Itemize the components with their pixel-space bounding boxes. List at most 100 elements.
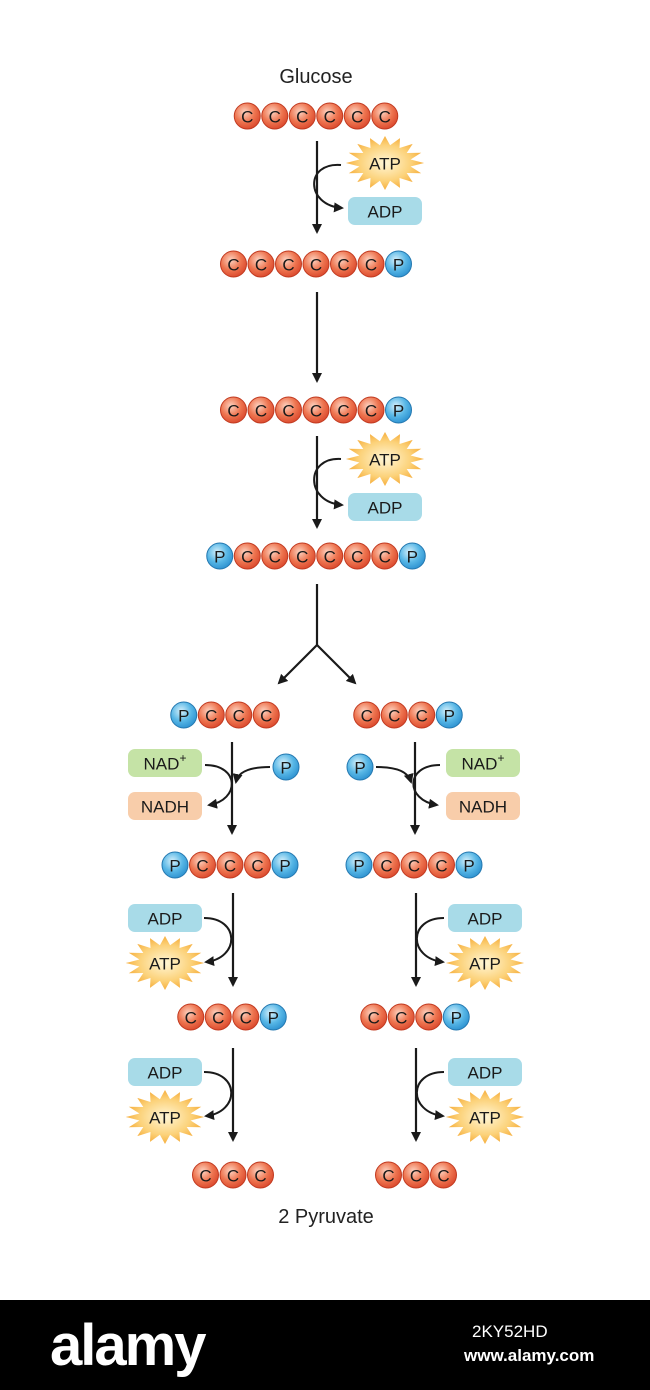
carbon-symbol: C: [269, 108, 281, 127]
glucose-6-phosphate-atom: C: [247, 250, 275, 278]
right-triose-phosphate-atom: C: [408, 701, 436, 729]
glucose-atom: C: [371, 102, 399, 130]
adp-label: ADP: [468, 1064, 503, 1083]
carbon-symbol: C: [282, 256, 294, 275]
carbon-atom: [244, 851, 271, 879]
cofactor-arrow: [412, 764, 441, 809]
free-phosphate-atom: P: [272, 753, 300, 781]
phosphate-atom: [271, 851, 299, 879]
pyruvate-label: 2 Pyruvate: [278, 1206, 374, 1228]
carbon-symbol: C: [337, 256, 349, 275]
left-phosphoglycerate-atom: C: [232, 1003, 260, 1031]
left-phosphoglycerate-atom: C: [204, 1003, 232, 1031]
carbon-atom: [247, 396, 275, 424]
carbon-symbol: C: [437, 1167, 449, 1186]
adp-label: ADP: [368, 203, 403, 222]
adp-label: ADP: [468, 910, 503, 929]
atp-star-shape: [345, 432, 425, 486]
carbon-symbol: C: [227, 256, 239, 275]
left-bisphosphoglycerate-atom: C: [216, 851, 244, 879]
phosphate-atom: [259, 1003, 287, 1031]
adp-box-shape: [448, 904, 522, 932]
carbon-symbol: C: [241, 108, 253, 127]
atp-label: ATP: [369, 155, 401, 174]
carbon-symbol: C: [410, 1167, 422, 1186]
fructose-1-6-bisphosphate-atom: C: [316, 542, 344, 570]
carbon-symbol: C: [241, 548, 253, 567]
left-bisphosphoglycerate-atom: P: [161, 851, 189, 879]
adp-box: ADP: [448, 1058, 522, 1086]
cofactor-arrow: [232, 766, 271, 784]
atp-label: ATP: [469, 955, 501, 974]
left-bisphosphoglycerate-atom: P: [271, 851, 299, 879]
adp-box-shape: [448, 1058, 522, 1086]
right-phosphoglycerate-atom: C: [387, 1003, 415, 1031]
carbon-symbol: C: [212, 1009, 224, 1028]
fructose-6-phosphate-atom: C: [302, 396, 330, 424]
carbon-atom: [192, 1161, 219, 1189]
atp-label: ATP: [149, 1109, 181, 1128]
atp-star-shape: [125, 936, 205, 990]
atp-label: ATP: [469, 1109, 501, 1128]
carbon-atom: [343, 102, 371, 130]
cofactor-arrow: [375, 766, 414, 784]
nad-plus-box: NAD+: [446, 749, 520, 777]
adp-box-shape: [348, 197, 422, 225]
left-phosphoglycerate-atom: P: [259, 1003, 287, 1031]
glucose-6-phosphate-atom: C: [220, 250, 247, 278]
phosphate-atom: [346, 753, 374, 781]
carbon-atom: [220, 396, 247, 424]
fructose-1-6-bisphosphate-atom: C: [371, 542, 399, 570]
brand-logo: alamy: [50, 1313, 206, 1378]
carbon-symbol: C: [365, 256, 377, 275]
carbon-atom: [302, 250, 330, 278]
phosphate-symbol: P: [407, 548, 418, 567]
left-pyruvate-atom: C: [247, 1161, 274, 1189]
fructose-1-6-bisphosphate-atom: P: [206, 542, 234, 570]
carbon-symbol: C: [282, 402, 294, 421]
phosphate-symbol: P: [214, 548, 225, 567]
carbon-symbol: C: [361, 707, 373, 726]
glucose-label: Glucose: [279, 66, 353, 88]
fructose-6-phosphate-atom: P: [385, 396, 412, 424]
right-bisphosphoglycerate-atom: C: [428, 851, 455, 879]
phosphate-atom: [442, 1003, 470, 1031]
phosphate-symbol: P: [444, 707, 455, 726]
adp-box-shape: [348, 493, 422, 521]
right-bisphosphoglycerate-atom: P: [455, 851, 483, 879]
carbon-symbol: C: [205, 707, 217, 726]
atp-burst: ATP: [445, 1090, 525, 1144]
phosphate-atom: [161, 851, 189, 879]
carbon-symbol: C: [199, 1167, 211, 1186]
left-bisphosphoglycerate-atom: C: [189, 851, 216, 879]
image-id: 2KY52HD: [472, 1322, 548, 1341]
phosphate-atom: [455, 851, 483, 879]
carbon-atom: [302, 396, 330, 424]
carbon-atom: [261, 102, 289, 130]
right-phosphoglycerate-atom: C: [415, 1003, 443, 1031]
carbon-symbol: C: [324, 548, 336, 567]
left-triose-phosphate-atom: C: [225, 701, 253, 729]
right-triose-phosphate-atom: C: [353, 701, 381, 729]
site-url: www.alamy.com: [464, 1346, 595, 1365]
carbon-symbol: C: [227, 1167, 239, 1186]
carbon-atom: [330, 250, 357, 278]
nad-plus-label: NAD+: [144, 751, 187, 774]
cofactor-arrow: [203, 1071, 233, 1121]
nad-plus-box-shape: [446, 749, 520, 777]
adp-box-shape: [128, 904, 202, 932]
adp-box: ADP: [448, 904, 522, 932]
carbon-atom: [252, 701, 280, 729]
carbon-atom: [216, 851, 244, 879]
right-phosphoglycerate-atom: C: [360, 1003, 388, 1031]
carbon-symbol: C: [380, 857, 392, 876]
carbon-atom: [343, 542, 371, 570]
fructose-1-6-bisphosphate-atom: C: [343, 542, 371, 570]
carbon-symbol: C: [310, 256, 322, 275]
carbon-atom: [247, 250, 275, 278]
carbon-symbol: C: [388, 707, 400, 726]
carbon-symbol: C: [351, 548, 363, 567]
carbon-symbol: C: [395, 1009, 407, 1028]
fructose-6-phosphate-atom: C: [357, 396, 385, 424]
atp-burst: ATP: [125, 1090, 205, 1144]
